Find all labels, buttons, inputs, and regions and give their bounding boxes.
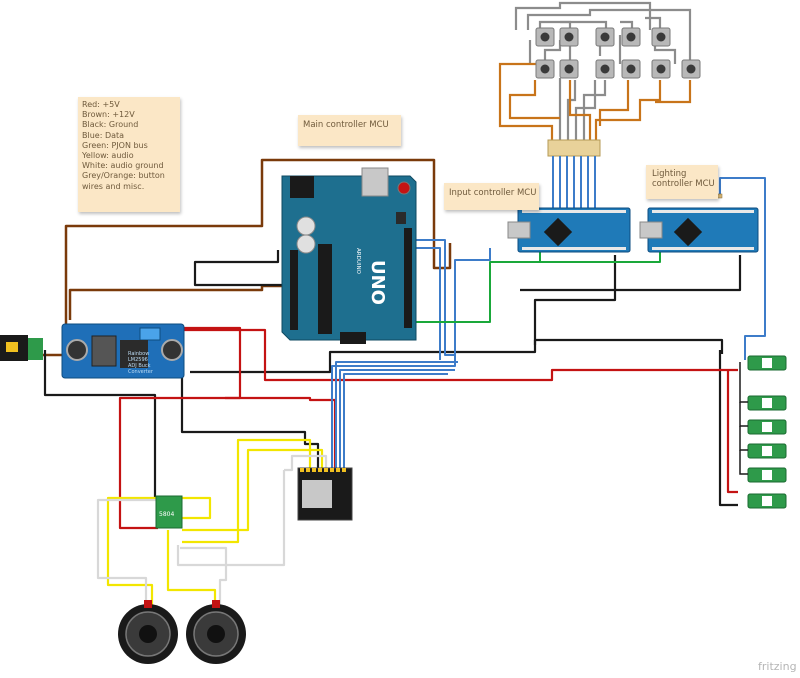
tactile-buttons	[535, 27, 701, 79]
mp3-player-module	[297, 467, 353, 521]
buck-converter-board: Rainbow LM2596 ADJ Buck Converter	[61, 323, 185, 379]
uno-text: UNO	[367, 260, 388, 305]
input-controller-label: Input controller MCU	[444, 183, 539, 210]
fritzing-watermark: fritzing	[758, 660, 797, 673]
speaker-right	[186, 600, 246, 664]
input-controller-nano	[507, 207, 631, 253]
regulator-text-3: ADJ Buck	[128, 363, 151, 369]
lighting-controller-text-2: controller MCU	[652, 179, 715, 189]
lighting-controller-text-1: Lighting	[652, 169, 687, 179]
legend-line-yellow: Yellow: audio	[82, 151, 134, 161]
main-controller-label: Main controller MCU	[298, 115, 401, 146]
wire-color-legend-note: Red: +5V Brown: +12V Black: Ground Blue:…	[78, 97, 180, 212]
input-controller-text: Input controller MCU	[449, 188, 537, 198]
regulator-text-2: LM2596	[128, 357, 148, 363]
legend-line-black: Black: Ground	[82, 120, 139, 130]
legend-line-brown: Brown: +12V	[82, 110, 135, 120]
regulator-text-1: Rainbow	[128, 351, 149, 357]
legend-line-white: White: audio ground	[82, 161, 164, 171]
legend-line-red: Red: +5V	[82, 100, 120, 109]
regulator-text-4: Converter	[128, 369, 154, 375]
lighting-controller-nano	[639, 193, 759, 253]
legend-line-grey-orange: Grey/Orange: button	[82, 171, 165, 181]
amp-text: 5804	[159, 511, 174, 518]
button-header-connector	[547, 139, 601, 157]
main-controller-text: Main controller MCU	[303, 120, 389, 130]
audio-amplifier-module: 5804	[155, 495, 183, 529]
legend-line-blue: Blue: Data	[82, 130, 125, 140]
dc-barrel-jack	[0, 335, 43, 361]
legend-line-green: Green: PJON bus	[82, 140, 148, 150]
arduino-uno-board: UNO ARDUINO	[281, 167, 417, 344]
legend-line-misc: wires and misc.	[82, 181, 145, 191]
lighting-controller-label: Lighting controller MCU	[646, 165, 718, 199]
button-matrix	[498, 1, 701, 212]
arduino-text: ARDUINO	[355, 248, 361, 275]
speaker-left	[118, 600, 178, 664]
led-boards	[739, 355, 787, 509]
